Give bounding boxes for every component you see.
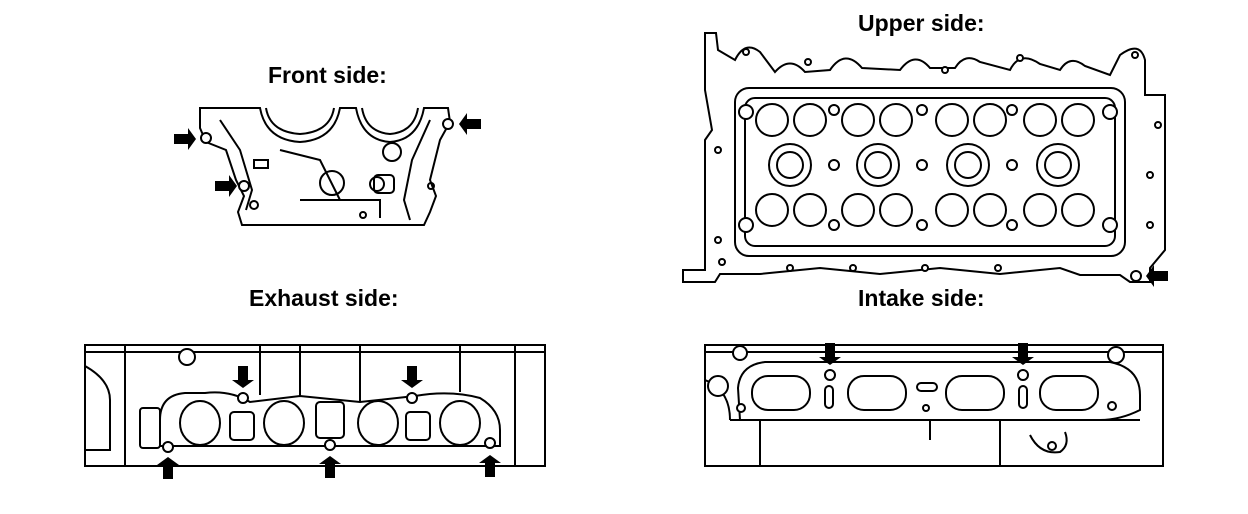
exhaust-side-title: Exhaust side:	[249, 285, 399, 311]
exhaust-arrow-3	[157, 457, 179, 479]
front-arrow-1	[174, 128, 196, 150]
intake-ports	[707, 345, 1125, 451]
intake-side-title: Intake side:	[858, 285, 985, 311]
exhaust-arrow-1	[232, 366, 254, 388]
front-arrow-3	[459, 113, 481, 135]
front-side-view	[199, 107, 452, 226]
front-side-title: Front side:	[268, 62, 387, 88]
exhaust-side-view	[84, 344, 546, 467]
upper-side-view	[682, 32, 1166, 283]
exhaust-arrow-2	[401, 366, 423, 388]
front-arrow-2	[215, 175, 237, 197]
exhaust-ports	[162, 348, 496, 453]
upper-valve-ports	[714, 48, 1162, 282]
front-bolt-holes	[200, 118, 454, 192]
upper-side-title: Upper side:	[858, 10, 985, 36]
